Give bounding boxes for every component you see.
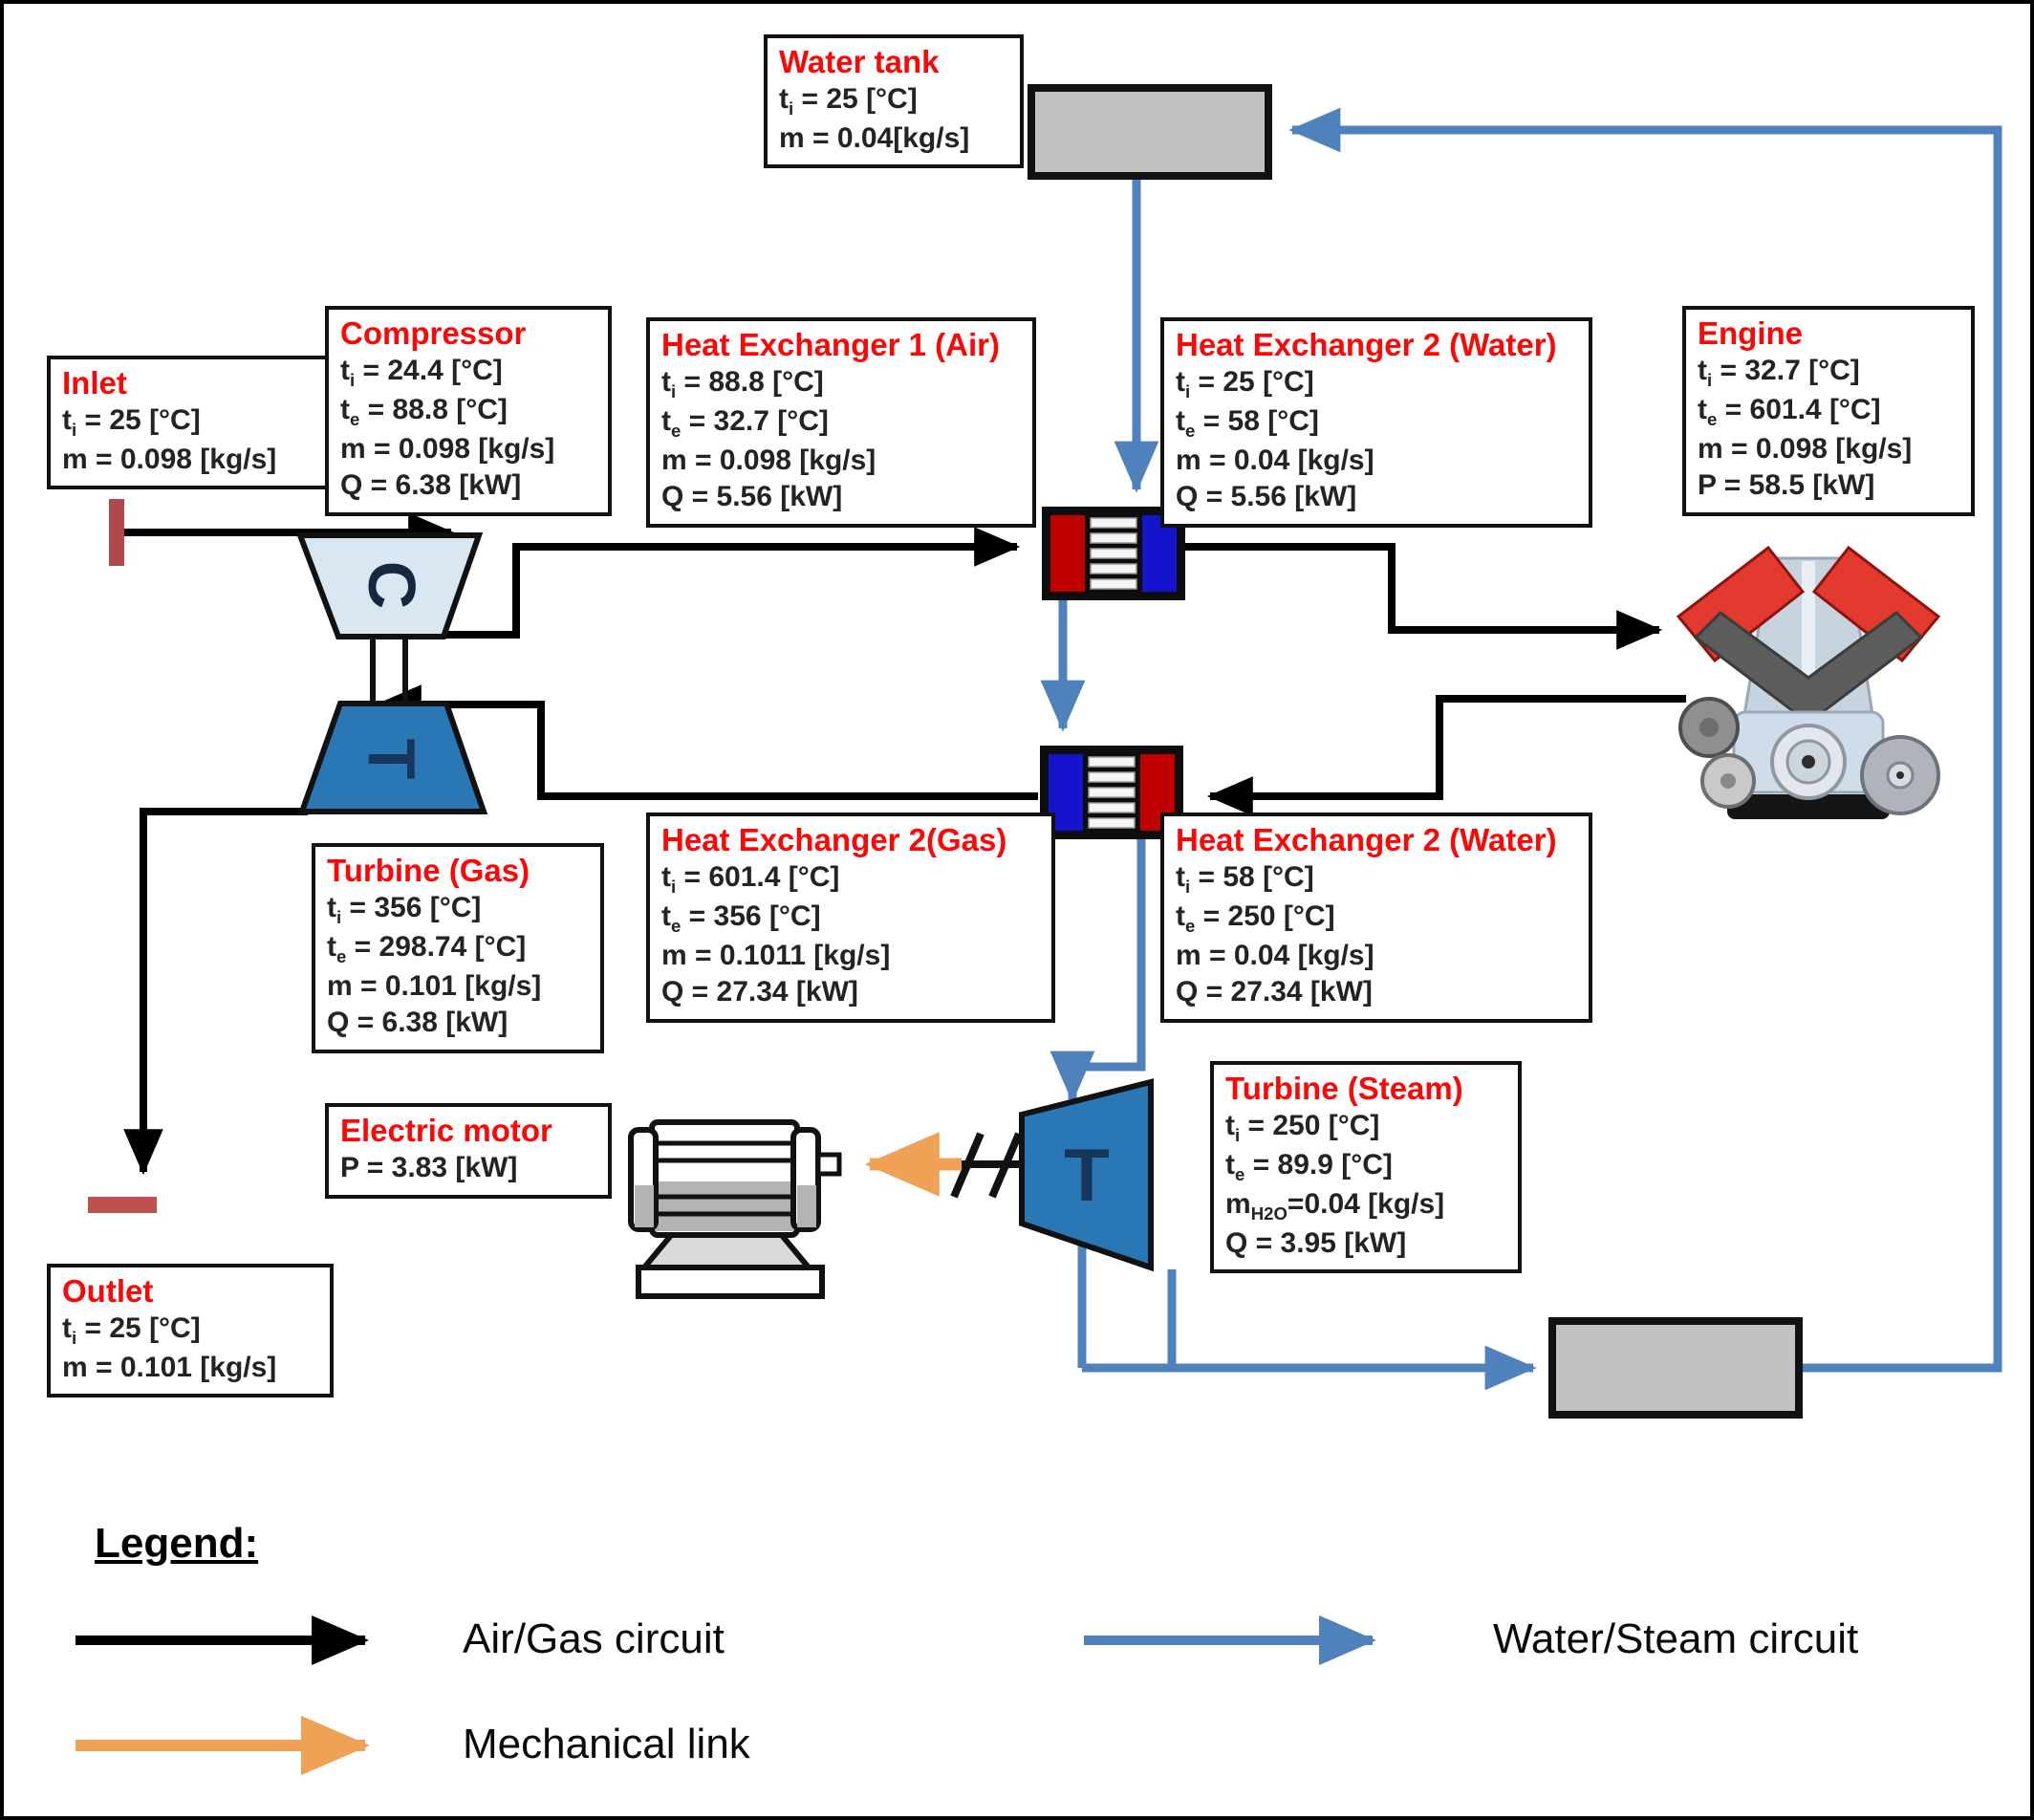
hx2-icon bbox=[1040, 746, 1183, 839]
turbine-gas-info-box: Turbine (Gas) ti = 356 [°C] te = 298.74 … bbox=[312, 843, 604, 1053]
info-line: m = 0.101 [kg/s] bbox=[327, 969, 542, 1002]
legend-label-mechanical: Mechanical link bbox=[463, 1721, 750, 1767]
compressor-symbol: C bbox=[295, 532, 484, 639]
diagram-graphics: C T bbox=[76, 84, 2002, 1776]
shaft-compressor-turbine bbox=[370, 637, 408, 704]
turbine-gas-title: Turbine (Gas) bbox=[327, 853, 530, 888]
info-line: ti = 88.8 [°C] bbox=[661, 366, 824, 402]
turbine-steam-info-box: Turbine (Steam) ti = 250 [°C] te = 89.9 … bbox=[1210, 1061, 1522, 1274]
electric-motor-title: Electric motor bbox=[340, 1113, 552, 1148]
info-line: ti = 356 [°C] bbox=[327, 892, 482, 928]
inlet-title: Inlet bbox=[62, 365, 127, 401]
condenser-shape bbox=[1548, 1317, 1803, 1419]
engine-image bbox=[1676, 545, 1941, 819]
hx2-water-top-title: Heat Exchanger 2 (Water) bbox=[1176, 327, 1557, 362]
hx1-air-info-box: Heat Exchanger 1 (Air) ti = 88.8 [°C] te… bbox=[646, 317, 1036, 528]
hx1-icon bbox=[1042, 507, 1185, 600]
info-line: te = 601.4 [°C] bbox=[1698, 394, 1881, 430]
info-line: Q = 5.56 [kW] bbox=[1176, 481, 1357, 513]
info-line: ti = 25 [°C] bbox=[1176, 366, 1314, 402]
info-line: ti = 58 [°C] bbox=[1176, 861, 1314, 898]
info-line: Q = 6.38 [kW] bbox=[327, 1007, 508, 1039]
info-line: te = 356 [°C] bbox=[661, 900, 821, 937]
gas-turbine-glyph: T bbox=[355, 739, 429, 780]
coupling-hatch-1 bbox=[950, 1132, 985, 1199]
motor-base bbox=[636, 1265, 825, 1299]
info-line: m = 0.101 [kg/s] bbox=[62, 1352, 277, 1384]
info-line: te = 88.8 [°C] bbox=[340, 394, 508, 430]
info-line: ti = 25 [°C] bbox=[62, 404, 201, 441]
water-tank-title: Water tank bbox=[779, 44, 940, 79]
info-line: m = 0.04[kg/s] bbox=[779, 122, 970, 155]
engine-title: Engine bbox=[1698, 315, 1804, 351]
info-line: Q = 27.34 [kW] bbox=[1176, 976, 1373, 1008]
pipe-return-to-tank bbox=[1288, 107, 2002, 1373]
pipe-hx1-to-engine bbox=[1185, 543, 1663, 650]
info-line: ti = 24.4 [°C] bbox=[340, 355, 503, 391]
info-line: m = 0.098 [kg/s] bbox=[62, 444, 277, 476]
motor-shaft bbox=[815, 1152, 842, 1177]
info-line: Q = 3.95 [kW] bbox=[1225, 1226, 1407, 1259]
water-steam-circuit-lines bbox=[1040, 107, 2002, 1391]
legend-title: Legend: bbox=[95, 1520, 259, 1567]
hx2-water-bottom-title: Heat Exchanger 2 (Water) bbox=[1176, 822, 1557, 857]
hx2-gas-info-box: Heat Exchanger 2(Gas) ti = 601.4 [°C] te… bbox=[646, 812, 1055, 1023]
compressor-title: Compressor bbox=[340, 315, 527, 351]
outlet-terminator bbox=[88, 1197, 157, 1213]
info-line: m = 0.04 [kg/s] bbox=[1176, 444, 1374, 476]
pipe-hx2-to-steam-turbine bbox=[1049, 839, 1146, 1103]
coupling-hatch-2 bbox=[988, 1132, 1023, 1199]
info-line: Q = 5.56 [kW] bbox=[661, 481, 843, 513]
steam-turbine-symbol: T bbox=[1019, 1078, 1154, 1272]
air-gas-circuit-lines bbox=[120, 512, 1686, 1176]
info-line: mH2O=0.04 [kg/s] bbox=[1225, 1187, 1445, 1224]
info-line: m = 0.098 [kg/s] bbox=[661, 444, 876, 476]
gas-turbine-symbol: T bbox=[297, 701, 488, 814]
hx2-gas-title: Heat Exchanger 2(Gas) bbox=[661, 822, 1007, 857]
info-line: ti = 25 [°C] bbox=[62, 1312, 201, 1349]
pipe-engine-to-hx2 bbox=[1206, 695, 1686, 816]
pipe-compressor-to-hx1 bbox=[440, 527, 1021, 639]
info-line: P = 58.5 [kW] bbox=[1698, 469, 1875, 502]
info-line: m = 0.098 [kg/s] bbox=[1698, 432, 1913, 465]
info-line: ti = 25 [°C] bbox=[779, 83, 918, 119]
pipe-hx2-to-gas-turbine bbox=[375, 684, 1038, 800]
motor-stand bbox=[638, 1230, 815, 1270]
legend-label-water-steam: Water/Steam circuit bbox=[1493, 1615, 1859, 1662]
legend-label-airgas: Air/Gas circuit bbox=[463, 1615, 725, 1662]
inlet-terminator bbox=[109, 499, 124, 566]
motor-body-lower bbox=[656, 1181, 793, 1231]
outlet-info-box: Outlet ti = 25 [°C] m = 0.101 [kg/s] bbox=[47, 1264, 334, 1398]
info-line: m = 0.04 [kg/s] bbox=[1176, 939, 1374, 971]
outlet-title: Outlet bbox=[62, 1273, 154, 1309]
compressor-glyph: C bbox=[355, 561, 429, 610]
motor-endcap-right-lower bbox=[797, 1185, 816, 1227]
steam-turbine-glyph: T bbox=[1064, 1133, 1110, 1217]
info-line: Q = 6.38 [kW] bbox=[340, 469, 522, 502]
electric-motor-image bbox=[628, 1119, 842, 1299]
turbine-steam-title: Turbine (Steam) bbox=[1225, 1071, 1463, 1106]
electric-motor-info-box: Electric motor P = 3.83 [kW] bbox=[325, 1103, 612, 1199]
water-tank-shape bbox=[1028, 84, 1272, 180]
info-line: m = 0.098 [kg/s] bbox=[340, 432, 555, 465]
hx1-air-title: Heat Exchanger 1 (Air) bbox=[661, 327, 1000, 362]
water-tank-info-box: Water tank ti = 25 [°C] m = 0.04[kg/s] bbox=[764, 34, 1024, 169]
engine-info-box: Engine ti = 32.7 [°C] te = 601.4 [°C] m … bbox=[1682, 306, 1975, 516]
info-line: te = 58 [°C] bbox=[1176, 405, 1319, 442]
hx2-water-bottom-info-box: Heat Exchanger 2 (Water) ti = 58 [°C] te… bbox=[1160, 812, 1592, 1023]
info-line: ti = 601.4 [°C] bbox=[661, 861, 840, 898]
info-line: Q = 27.34 [kW] bbox=[661, 976, 858, 1008]
info-line: ti = 32.7 [°C] bbox=[1698, 355, 1860, 391]
info-line: P = 3.83 [kW] bbox=[340, 1152, 518, 1184]
info-line: m = 0.1011 [kg/s] bbox=[661, 939, 891, 971]
hx2-water-top-info-box: Heat Exchanger 2 (Water) ti = 25 [°C] te… bbox=[1160, 317, 1592, 528]
compressor-info-box: Compressor ti = 24.4 [°C] te = 88.8 [°C]… bbox=[325, 306, 612, 516]
info-line: te = 89.9 [°C] bbox=[1225, 1149, 1393, 1185]
info-line: te = 250 [°C] bbox=[1176, 900, 1335, 937]
info-line: ti = 250 [°C] bbox=[1225, 1110, 1380, 1146]
pipe-turbine-to-outlet bbox=[123, 808, 308, 1176]
info-line: te = 298.74 [°C] bbox=[327, 931, 527, 967]
motor-endcap-left-lower bbox=[635, 1185, 654, 1227]
info-line: te = 32.7 [°C] bbox=[661, 405, 829, 442]
